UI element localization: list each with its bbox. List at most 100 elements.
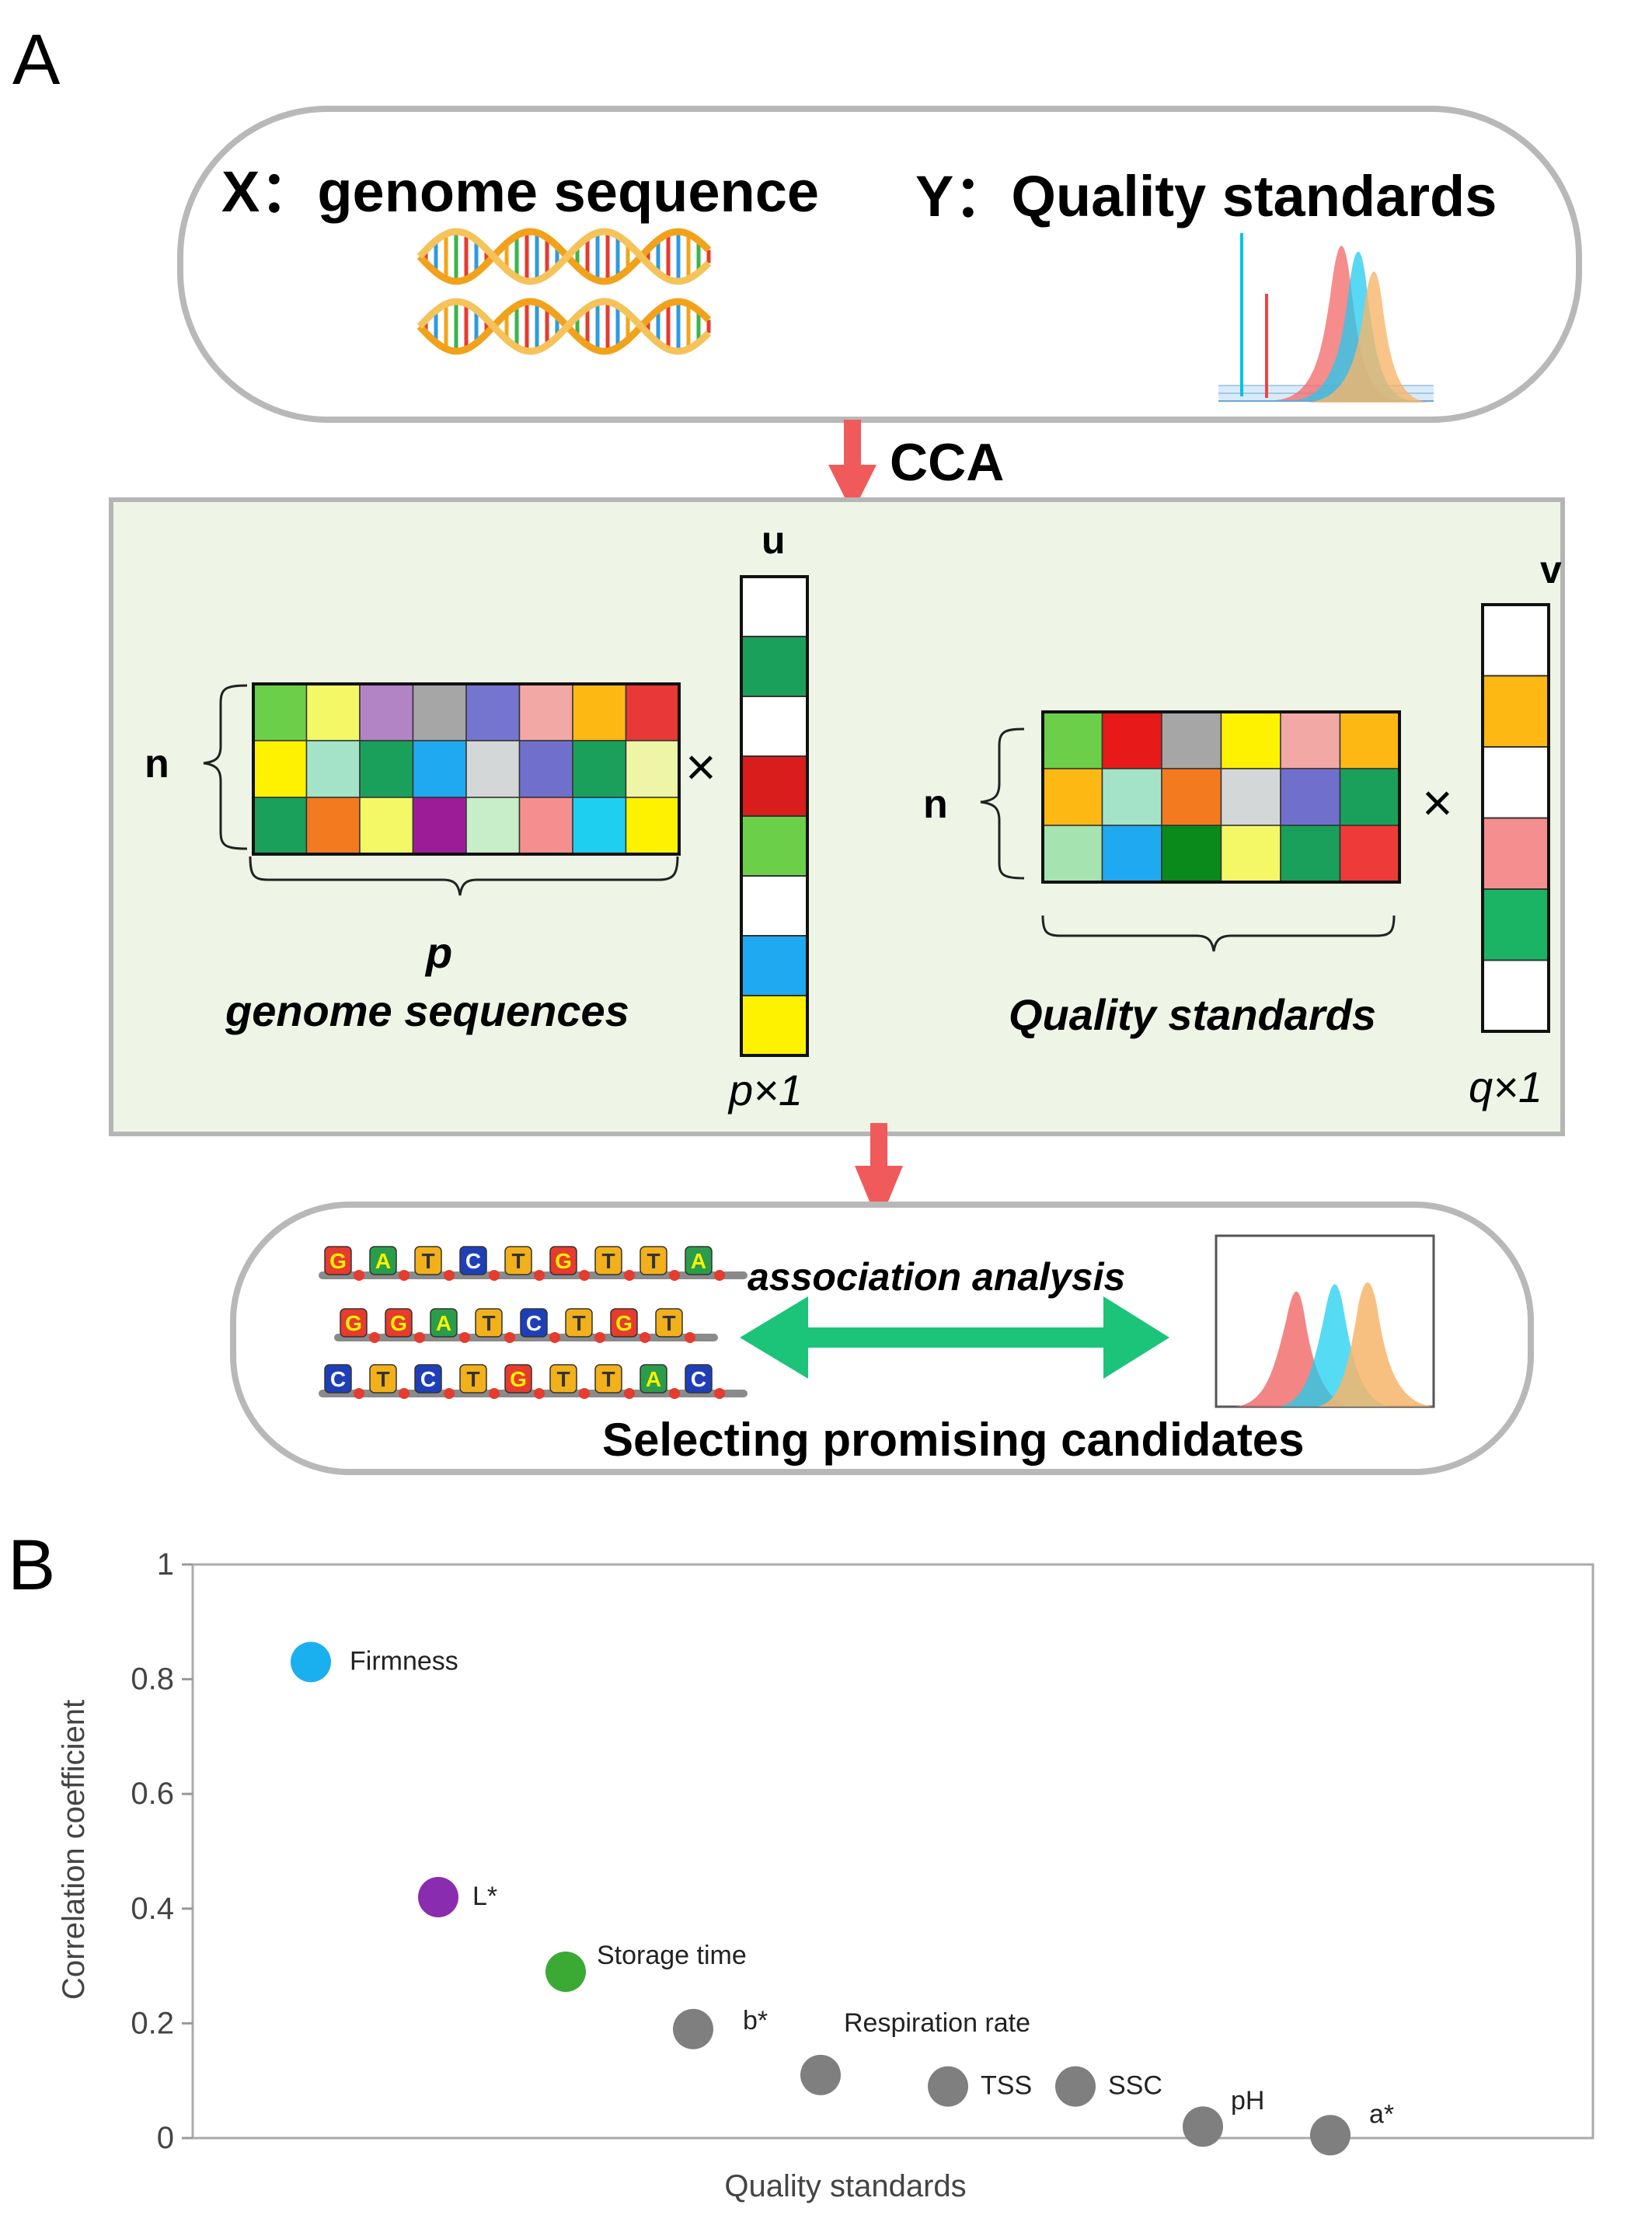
selecting-label: Selecting promising candidates — [602, 1414, 1305, 1466]
nucleotide-block — [685, 1246, 713, 1275]
matrix-cell — [465, 740, 521, 798]
u-vector-label: u — [762, 518, 786, 562]
nucleotide-letter: A — [646, 1367, 661, 1391]
nucleotide-letter: A — [436, 1311, 451, 1335]
nucleotide-block — [369, 1246, 397, 1275]
right-times-sign: × — [1422, 773, 1453, 832]
y-tick-label: 0.2 — [131, 2006, 174, 2040]
nucleotide-block — [414, 1246, 442, 1275]
point-label: Firmness — [350, 1646, 458, 1676]
nucleotide-letter: C — [465, 1249, 481, 1273]
association-label: association analysis — [748, 1255, 1125, 1299]
dna-strand — [416, 298, 712, 355]
nucleotide-letter: T — [647, 1249, 660, 1273]
matrix-cell — [359, 740, 414, 798]
nucleotide-letter: G — [345, 1311, 362, 1335]
spectrum-peaks-icon — [1218, 233, 1434, 403]
nucleotide-letter: T — [376, 1367, 389, 1391]
point-label: a* — [1369, 2099, 1394, 2129]
vector-cell — [741, 755, 808, 817]
y-tick-label: 0.8 — [131, 1662, 174, 1697]
point-label: Respiration rate — [844, 2008, 1030, 2038]
vector-border — [1481, 603, 1550, 1033]
nucleotide-block — [549, 1246, 577, 1275]
panel-b-letter: B — [8, 1526, 55, 1605]
matrix-cell — [412, 740, 467, 798]
quality-matrix — [1041, 710, 1401, 884]
nucleotide-block — [549, 1364, 577, 1394]
nucleotide-block — [459, 1246, 487, 1275]
matrix-border — [252, 682, 681, 856]
vector-cell — [741, 815, 808, 877]
nucleotide-block — [504, 1246, 532, 1275]
nucleotide-block — [685, 1364, 713, 1394]
nucleotide-letter: G — [555, 1249, 572, 1273]
nucleotide-letter: C — [420, 1367, 436, 1391]
distribution-icon — [1215, 1234, 1435, 1408]
phosphate-dot — [714, 1388, 725, 1399]
nucleotide-letter: C — [526, 1311, 542, 1335]
nucleotide-letter: T — [466, 1367, 479, 1391]
matrix-cell — [359, 683, 414, 741]
matrix-cell — [465, 797, 521, 855]
nucleotide-block — [520, 1308, 548, 1338]
scatter-point — [1183, 2106, 1223, 2147]
phosphate-dot — [534, 1388, 545, 1399]
matrix-cell — [253, 683, 308, 741]
matrix-cell — [1042, 711, 1103, 769]
y-header: Y：Quality standards — [915, 164, 1497, 228]
scatter-point — [1055, 2066, 1096, 2107]
nucleotide-block — [504, 1364, 532, 1394]
vector-cell — [741, 995, 808, 1056]
v-vector-label: v — [1540, 548, 1562, 591]
nucleotide-block — [610, 1308, 638, 1338]
matrix-cell — [1101, 768, 1162, 826]
x-header: X：genome sequence — [221, 159, 819, 224]
phosphate-dot — [624, 1270, 635, 1281]
matrix-cell — [1101, 711, 1162, 769]
nucleotide-block — [594, 1364, 622, 1394]
nucleotide-block — [459, 1364, 487, 1394]
plot-frame — [191, 1563, 1594, 2140]
matrix-cell — [518, 683, 573, 741]
dna-helix-icon — [416, 228, 712, 355]
u-vector-dim: p×1 — [727, 1066, 803, 1114]
scatter-point — [928, 2066, 968, 2107]
scatter-point — [1310, 2115, 1351, 2156]
nucleotide-block — [640, 1364, 667, 1394]
point-label: TSS — [981, 2071, 1032, 2101]
right-rows-label: n — [923, 782, 948, 827]
cca-label: CCA — [890, 433, 1004, 492]
vector-border — [740, 575, 809, 1057]
nucleotide-letter: T — [482, 1311, 495, 1335]
vector-cell — [741, 875, 808, 937]
nucleotide-letter: G — [510, 1367, 527, 1391]
matrix-brace-left — [203, 684, 679, 896]
left-matrix-caption: genome sequences — [225, 986, 629, 1035]
y-axis: 00.20.40.60.81 — [131, 1547, 193, 2155]
matrix-cell — [1161, 711, 1222, 769]
nucleotide-block — [475, 1308, 503, 1338]
phosphate-dot — [640, 1332, 650, 1343]
scatter-point — [291, 1641, 331, 1683]
matrix-cell — [253, 740, 308, 798]
matrix-cell — [1220, 711, 1281, 769]
down-arrow-2 — [855, 1123, 903, 1224]
y-tick-label: 1 — [157, 1547, 174, 1582]
matrix-border — [1041, 710, 1401, 884]
matrix-cell — [518, 797, 573, 855]
vector-cell — [741, 696, 808, 757]
matrix-cell — [625, 797, 680, 855]
nucleotide-letter: A — [375, 1249, 391, 1273]
phosphate-dot — [444, 1388, 455, 1399]
panel-a-letter: A — [12, 20, 61, 99]
matrix-cell — [1220, 768, 1281, 826]
phosphate-dot — [579, 1388, 590, 1399]
vector-cell — [741, 576, 808, 637]
v-vector-dim: q×1 — [1469, 1062, 1542, 1111]
matrix-cell — [1220, 825, 1281, 883]
genome-matrix — [252, 682, 681, 856]
matrix-cell — [305, 797, 361, 855]
